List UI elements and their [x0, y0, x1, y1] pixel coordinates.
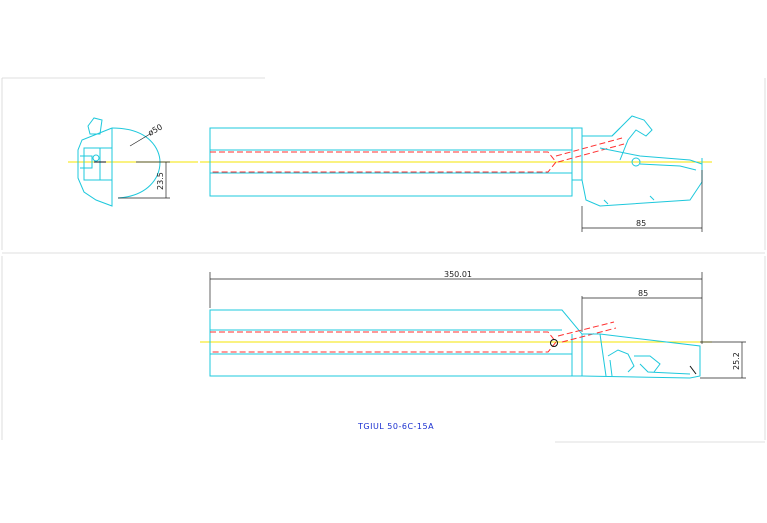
overall-length-label: 350.01: [444, 270, 472, 279]
diameter-label: ø50: [147, 122, 165, 137]
head-length-bottom-label: 85: [638, 289, 648, 298]
edge-height-label: 25.2: [732, 352, 741, 370]
head-length-top-label: 85: [636, 219, 646, 228]
top-view: 85: [200, 115, 712, 232]
center-height-label: 23.5: [156, 172, 165, 190]
end-view: ø50 23.5: [68, 117, 198, 207]
sheet-frame: [1, 77, 766, 443]
side-view: 350.01 85 25.2: [200, 270, 746, 379]
part-number-label: TGIUL 50-6C-15A: [357, 422, 434, 431]
